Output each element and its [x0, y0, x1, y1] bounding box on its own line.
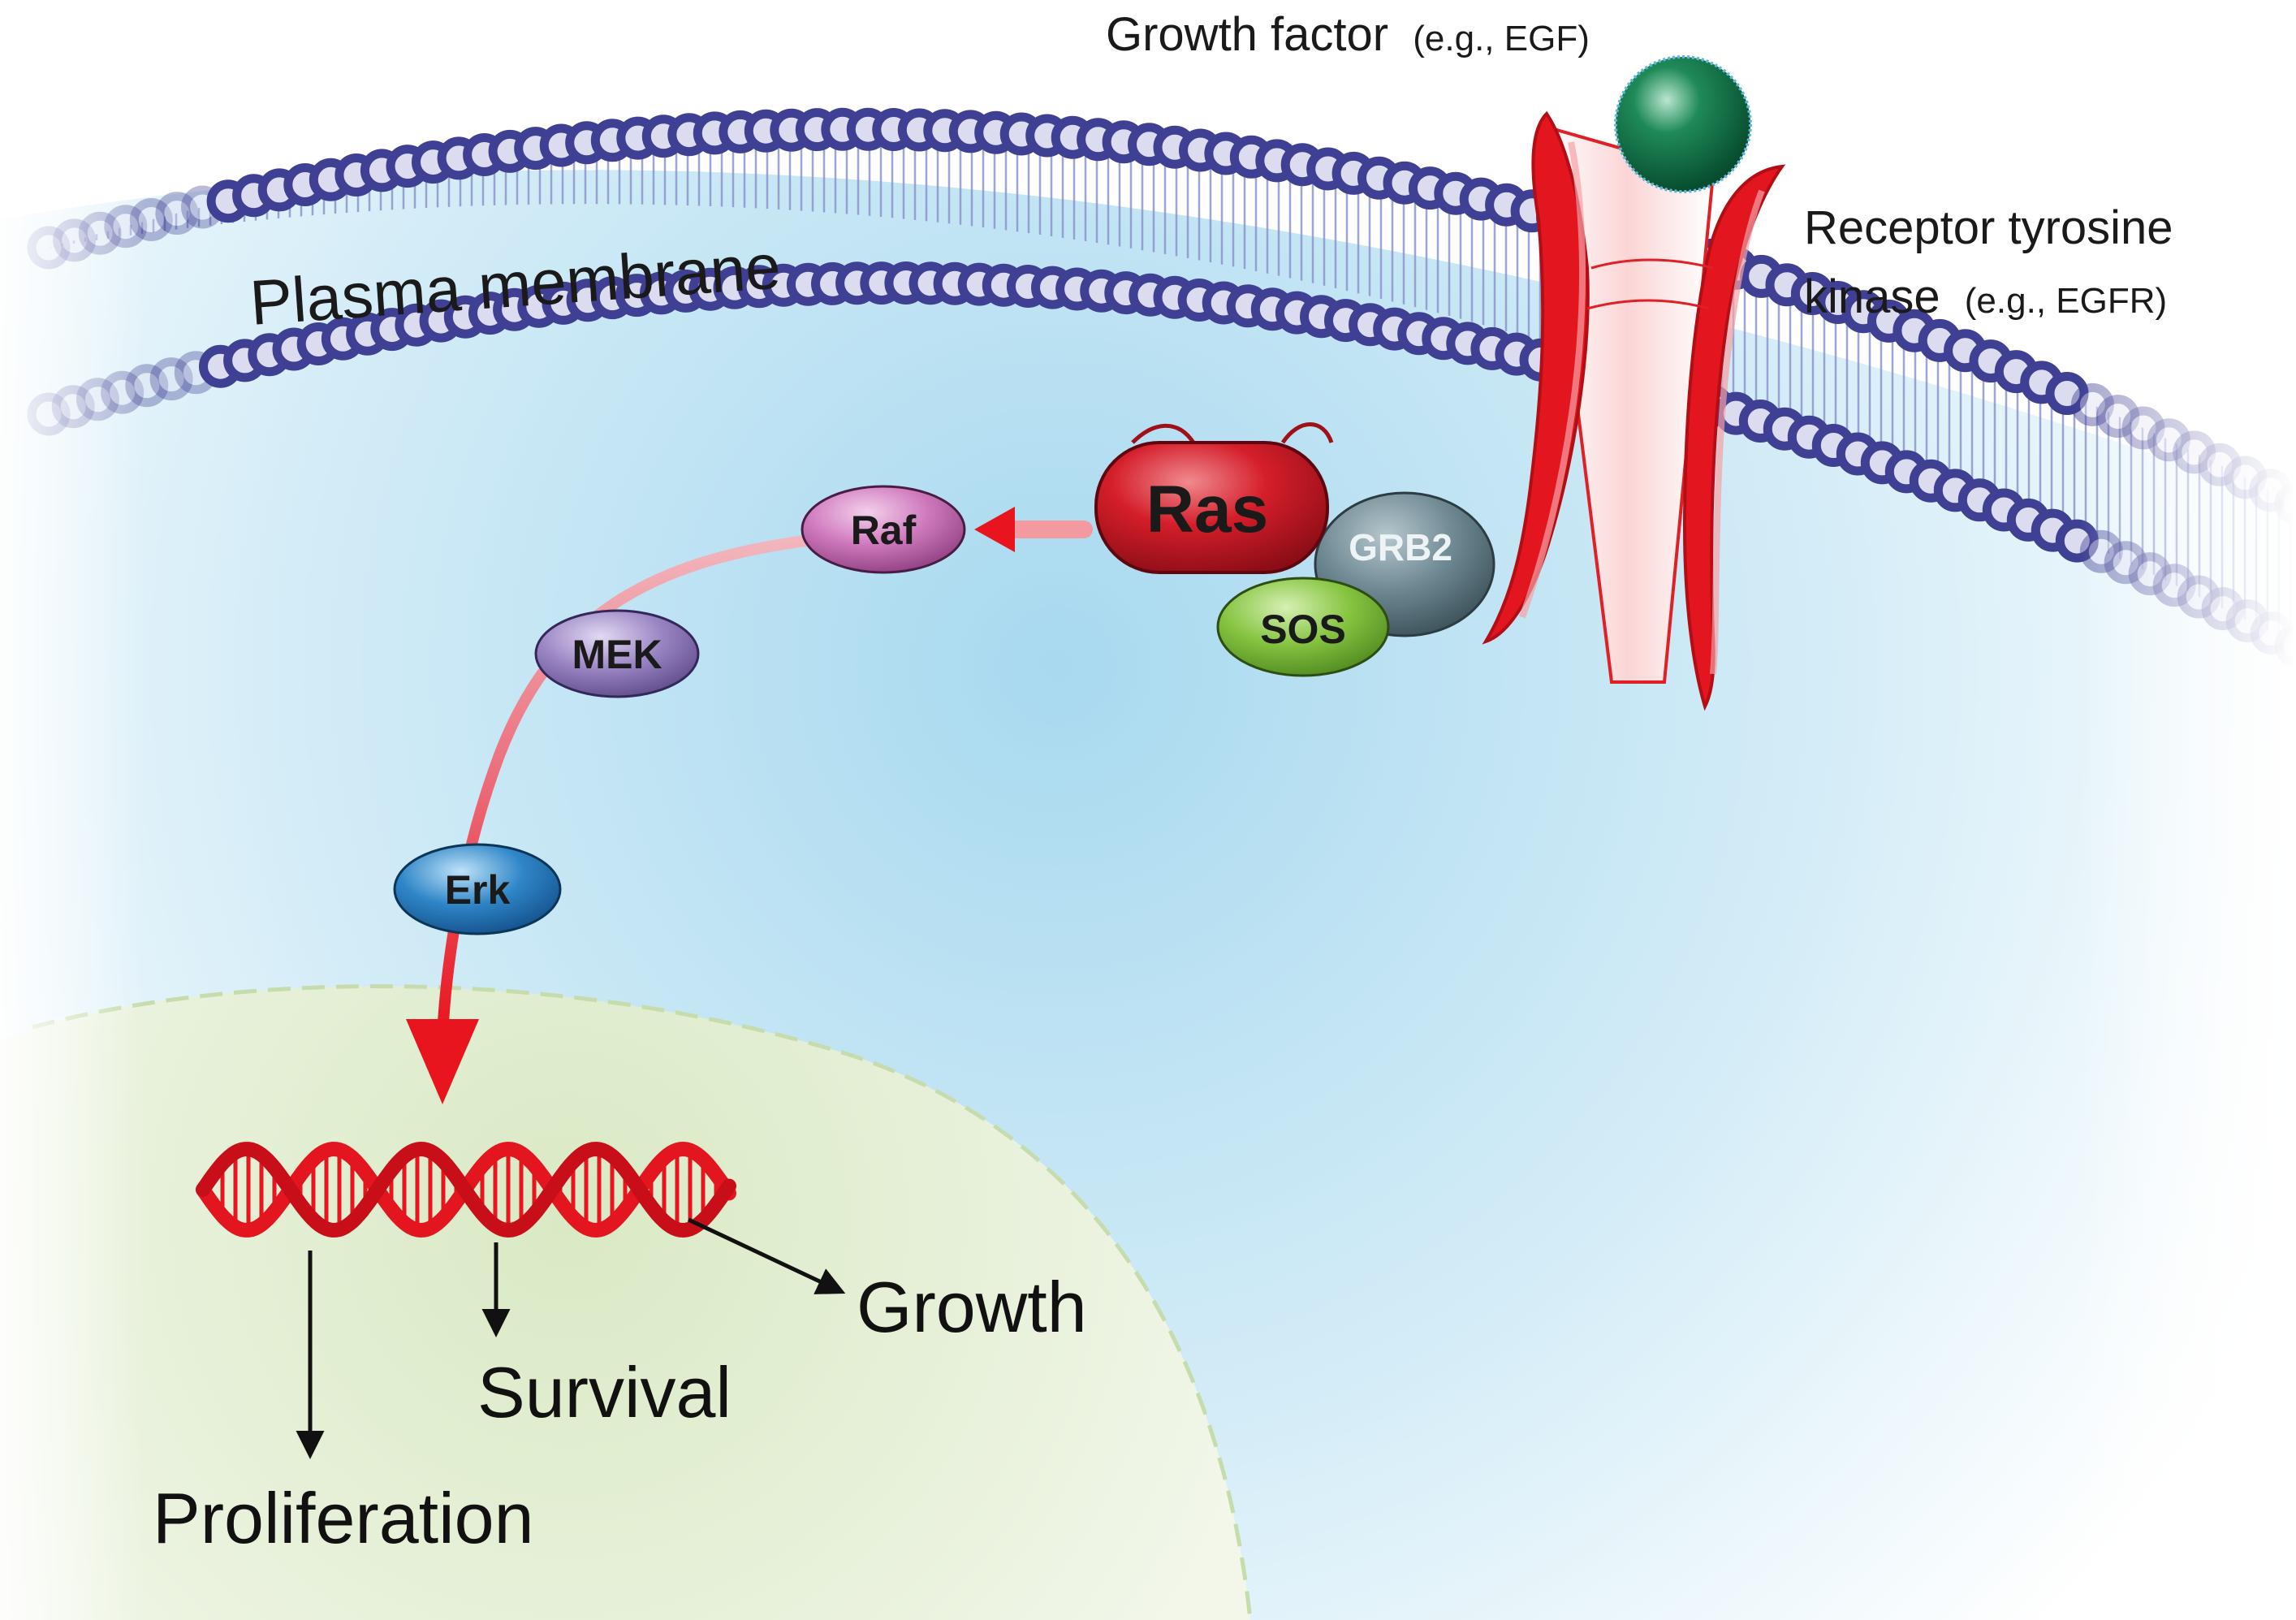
receptor-tyrosine-kinase: [1482, 110, 1786, 711]
erk-protein: Erk: [393, 843, 562, 935]
ras-protein: Ras: [1094, 422, 1334, 574]
growth-factor-ligand: [1614, 55, 1752, 193]
raf-label: Raf: [851, 508, 917, 553]
sos-label: SOS: [1260, 607, 1346, 652]
signal-cascade-arrow: [406, 534, 818, 1104]
growth-factor-example: (e.g., EGF): [1413, 19, 1590, 58]
receptor-label-line1: Receptor tyrosine: [1804, 201, 2173, 254]
sos-protein: SOS: [1216, 577, 1390, 677]
proliferation-label: Proliferation: [153, 1478, 534, 1558]
mek-protein: MEK: [534, 609, 700, 698]
nucleus: [0, 984, 1253, 1620]
raf-protein: Raf: [801, 485, 966, 574]
growth-label: Growth: [857, 1267, 1087, 1347]
ras-label: Ras: [1146, 473, 1268, 546]
dna-double-helix: [196, 1141, 736, 1238]
erk-label: Erk: [445, 867, 511, 913]
growth-factor-label: Growth factor (e.g., EGF): [1106, 8, 1590, 61]
receptor-kinase-text: kinase: [1804, 270, 1940, 323]
lipid-head: [149, 357, 193, 401]
grb2-label: GRB2: [1349, 526, 1452, 568]
membrane-tails: [49, 129, 2296, 646]
lipid-head: [155, 192, 199, 235]
growth-factor-text: Growth factor: [1106, 8, 1388, 61]
mek-label: MEK: [572, 632, 662, 677]
growth-arrow: [687, 1217, 846, 1294]
survival-label: Survival: [477, 1352, 732, 1432]
receptor-example: (e.g., EGFR): [1965, 281, 2167, 321]
ras-to-raf-arrow: [974, 507, 1093, 552]
receptor-label-line2: kinase (e.g., EGFR): [1804, 270, 2167, 323]
